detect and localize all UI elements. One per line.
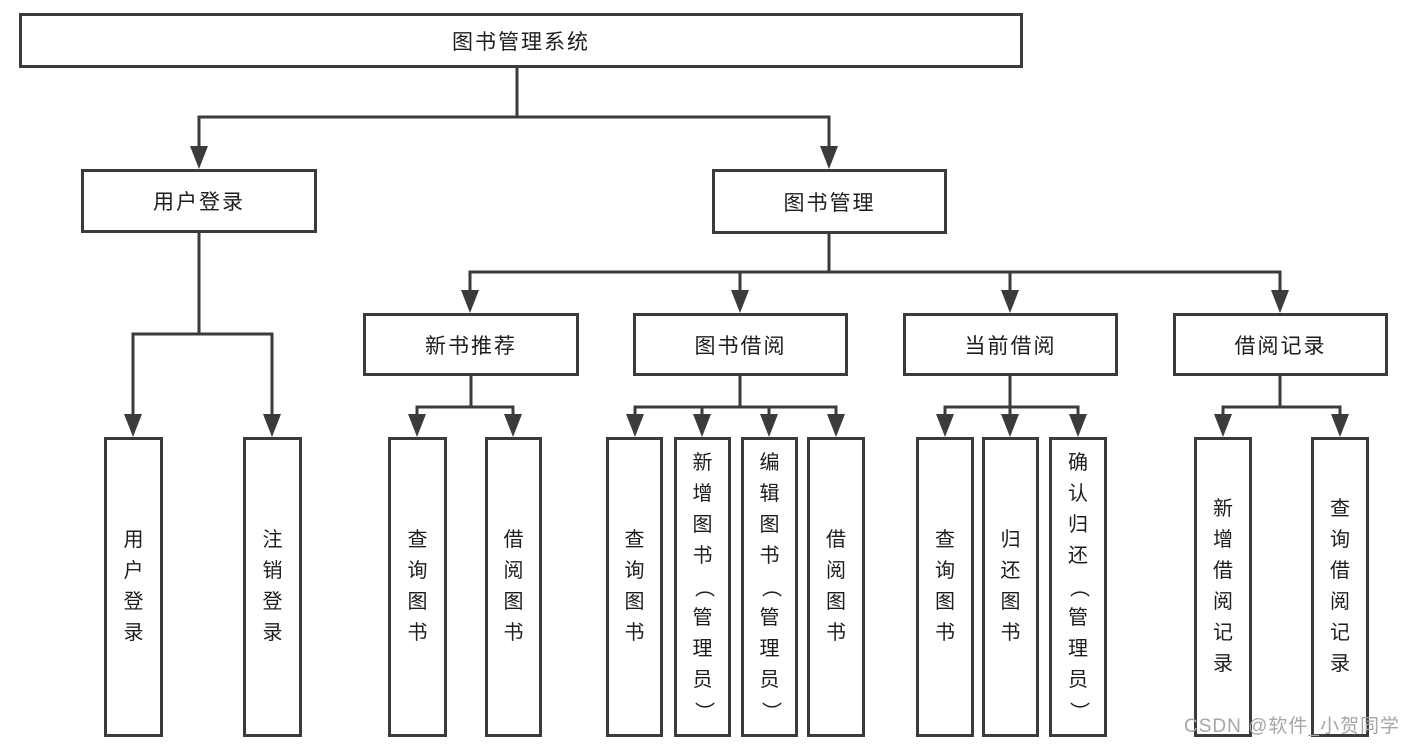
leaf-newbook-query-books: 查询图书 [388,437,447,737]
leaf-user-login: 用户登录 [104,437,163,737]
arrowhead-icon [1001,290,1019,313]
node-label: 借阅记录 [1234,334,1327,358]
arrowhead-icon [1069,414,1087,437]
leaf-borrowing-edit-books-admin: 编辑图书（管理员） [741,437,798,737]
node-new-book-recommend: 新书推荐 [363,313,579,376]
node-label: 查询图书 [935,529,955,644]
node-label: 用户登录 [153,191,245,214]
node-label: 新增借阅记录 [1213,498,1233,675]
node-borrowing-records: 借阅记录 [1173,313,1388,376]
arrowhead-icon [820,146,838,169]
watermark: CSDN @软件_小贺同学 [1184,716,1400,737]
node-label: 新增图书（管理员） [692,451,714,722]
node-label: 图书管理系统 [452,30,590,54]
arrowhead-icon [263,414,281,437]
node-label: 查询图书 [407,529,428,644]
node-label: 归还图书 [1000,529,1021,644]
arrowhead-icon [760,414,778,437]
node-label: 查询图书 [624,529,645,644]
leaf-current-return-books: 归还图书 [982,437,1039,737]
arrowhead-icon [1271,290,1289,313]
node-label: 图书借阅 [694,334,787,358]
leaf-borrowing-add-books-admin: 新增图书（管理员） [674,437,731,737]
node-label: 图书管理 [783,191,876,215]
arrowhead-icon [693,414,711,437]
leaf-borrowing-query-books: 查询图书 [606,437,663,737]
node-label: 查询借阅记录 [1330,498,1350,675]
node-label: 注销登录 [262,529,283,644]
node-book-management: 图书管理 [712,169,947,234]
arrowhead-icon [731,290,749,313]
leaf-records-query-borrow-record: 查询借阅记录 [1311,437,1369,737]
node-label: 新书推荐 [425,334,517,358]
node-system-root: 图书管理系统 [19,13,1023,68]
arrowhead-icon [504,414,522,437]
node-user-login: 用户登录 [81,169,317,233]
arrowhead-icon [190,146,208,169]
leaf-records-add-borrow-record: 新增借阅记录 [1194,437,1252,737]
node-label: 确认归还（管理员） [1067,451,1090,722]
arrowhead-icon [124,414,142,437]
leaf-borrowing-borrow-books: 借阅图书 [807,437,865,737]
node-book-borrowing: 图书借阅 [633,313,848,376]
node-label: 用户登录 [123,529,144,644]
arrowhead-icon [827,414,845,437]
leaf-current-confirm-return-admin: 确认归还（管理员） [1049,437,1107,737]
arrowhead-icon [408,414,426,437]
arrowhead-icon [461,290,479,313]
node-current-borrowing: 当前借阅 [903,313,1118,376]
arrowhead-icon [1214,414,1232,437]
node-label: 编辑图书（管理员） [759,451,781,722]
leaf-newbook-borrow-books: 借阅图书 [485,437,542,737]
node-label: 当前借阅 [964,334,1057,358]
leaf-logout: 注销登录 [243,437,302,737]
arrowhead-icon [936,414,954,437]
leaf-current-query-books: 查询图书 [916,437,974,737]
node-label: 借阅图书 [826,529,846,644]
arrowhead-icon [1331,414,1349,437]
arrowhead-icon [1001,414,1019,437]
arrowhead-icon [626,414,644,437]
node-label: 借阅图书 [503,529,524,644]
